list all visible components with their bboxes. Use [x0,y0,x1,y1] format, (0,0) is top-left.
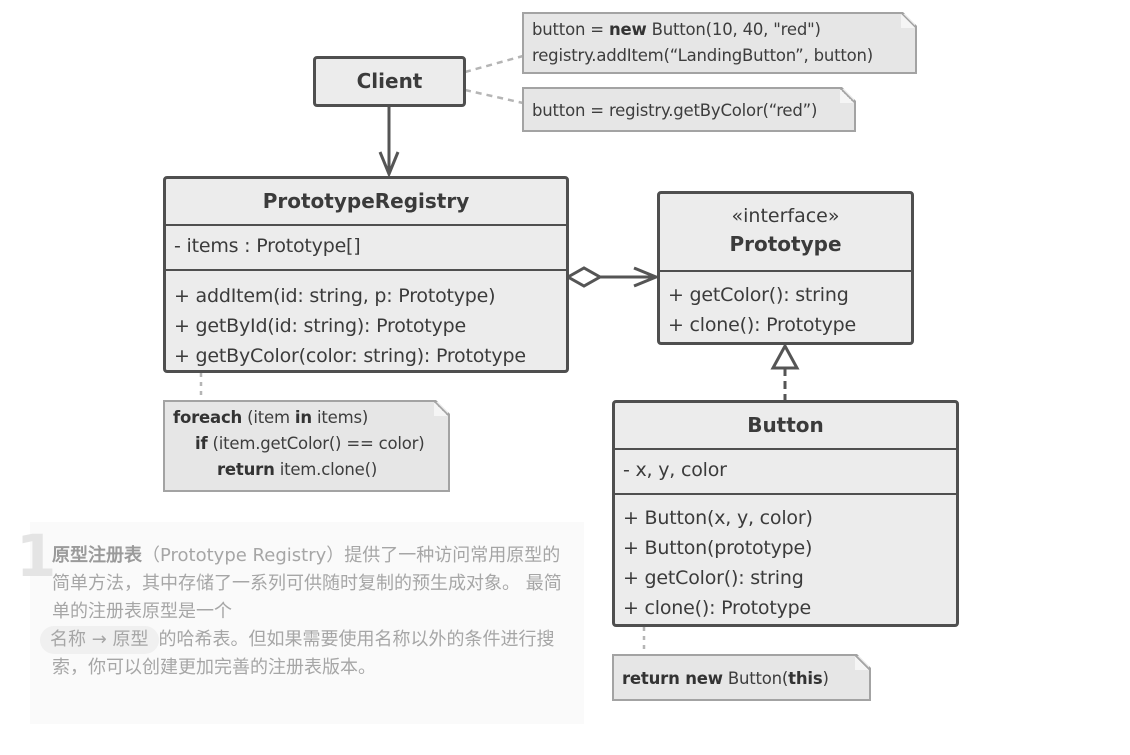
client-note1-link [464,54,524,74]
button-method: + clone(): Prototype [623,597,811,619]
caption-chip: 名称 → 原型 [40,626,159,654]
registry-fields: - items : Prototype[] [166,224,566,269]
button-note: return new Button(this) [612,654,871,701]
note-line: button = registry.getByColor(“red”) [532,101,818,120]
button-class: Button - x, y, color + Button(x, y, colo… [612,400,959,627]
prototype-registry-class: PrototypeRegistry - items : Prototype[] … [163,176,569,373]
caption-bold: 原型注册表 [52,545,142,566]
caption-p1: （Prototype Registry）提供了一种访问常用原型的简单方法，其中存… [52,545,562,622]
aggregation-arrowhead [633,266,660,288]
client-note-1: button = new Button(10, 40, "red") regis… [522,12,917,74]
button-method: + Button(x, y, color) [623,507,813,529]
note-line: button = new Button(10, 40, "red") [532,20,821,39]
registry-method: + addItem(id: string, p: Prototype) [174,285,496,307]
caption-text: 原型注册表（Prototype Registry）提供了一种访问常用原型的简单方… [40,542,564,682]
note-line: if (item.getColor() == color) [195,434,425,453]
note-line: foreach (item in items) [173,408,369,427]
prototype-method: + clone(): Prototype [668,314,856,336]
button-method: + Button(prototype) [623,537,813,559]
note-line: return item.clone() [217,460,378,479]
button-methods: + Button(x, y, color) + Button(prototype… [615,493,956,623]
registry-field: - items : Prototype[] [174,235,361,257]
prototype-methods: + getColor(): string + clone(): Prototyp… [660,270,911,340]
registry-method: + getByColor(color: string): Prototype [174,345,526,367]
note-line: registry.addItem(“LandingButton”, button… [532,46,874,65]
button-title: Button [747,413,824,437]
aggregation-diamond [564,266,604,288]
registry-methods: + addItem(id: string, p: Prototype) + ge… [166,269,566,371]
prototype-header: «interface» Prototype [660,194,911,270]
prototype-interface: «interface» Prototype + getColor(): stri… [657,191,914,345]
client-note2-link [464,88,524,105]
registry-title: PrototypeRegistry [262,189,470,213]
realization-triangle [770,342,800,370]
prototype-method: + getColor(): string [668,284,849,306]
client-class: Client [313,56,466,107]
note-line: return new Button(this) [622,669,829,688]
client-registry-arrowhead [378,151,400,178]
caption-p2: 的哈希表。但如果需要使用名称以外的条件进行搜索，你可以创建更加完善的注册表版本。 [52,629,555,678]
prototype-stereotype: «interface» [731,205,840,227]
registry-note: foreach (item in items) if (item.getColo… [163,400,450,492]
client-note-2: button = registry.getByColor(“red”) [522,87,856,132]
prototype-title: Prototype [729,232,842,256]
button-fields: - x, y, color [615,448,956,493]
caption-panel: 1 原型注册表（Prototype Registry）提供了一种访问常用原型的简… [16,522,584,724]
registry-method: + getById(id: string): Prototype [174,315,466,337]
caption-number: 1 [16,522,57,590]
client-title: Client [356,69,423,93]
button-method: + getColor(): string [623,567,804,589]
button-field: - x, y, color [623,459,727,481]
